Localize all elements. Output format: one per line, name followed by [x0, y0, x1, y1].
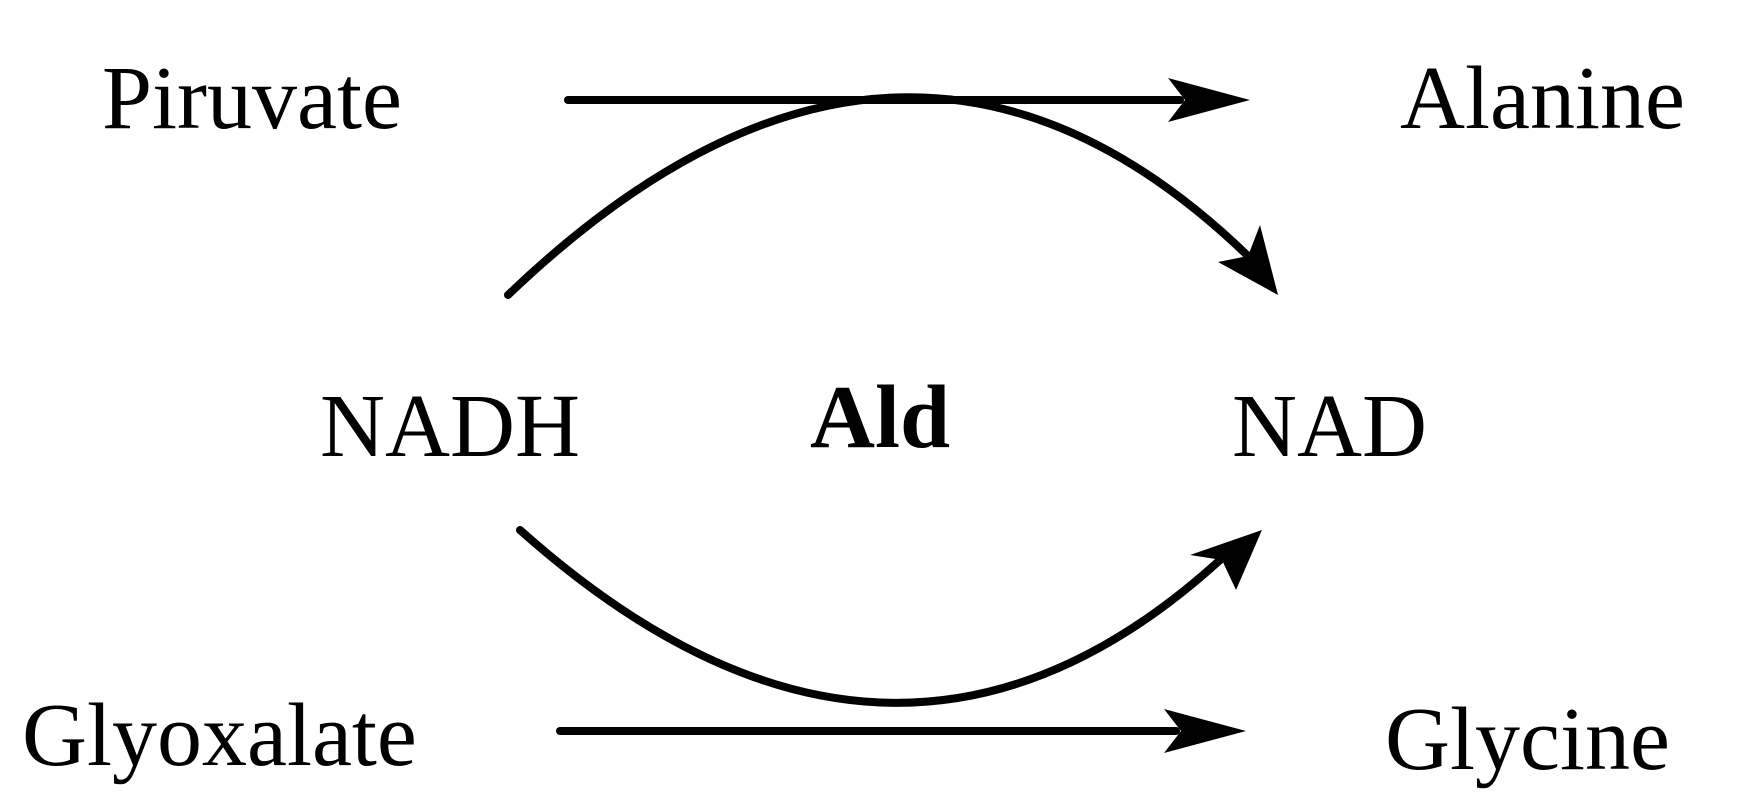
- node-glycine: Glycine: [1385, 690, 1670, 789]
- arrow-nadh-nad-upper: [504, 93, 1278, 299]
- node-piruvate: Piruvate: [102, 49, 402, 148]
- node-nadh: NADH: [320, 377, 580, 476]
- arrow-nadh-nad-lower: [516, 526, 1262, 707]
- node-glyoxalate: Glyoxalate: [22, 686, 417, 785]
- node-nad: NAD: [1232, 377, 1427, 476]
- enzyme-label: Ald: [810, 368, 950, 467]
- node-alanine: Alanine: [1400, 49, 1685, 148]
- arrow-glyoxalate-glycine: [556, 709, 1246, 753]
